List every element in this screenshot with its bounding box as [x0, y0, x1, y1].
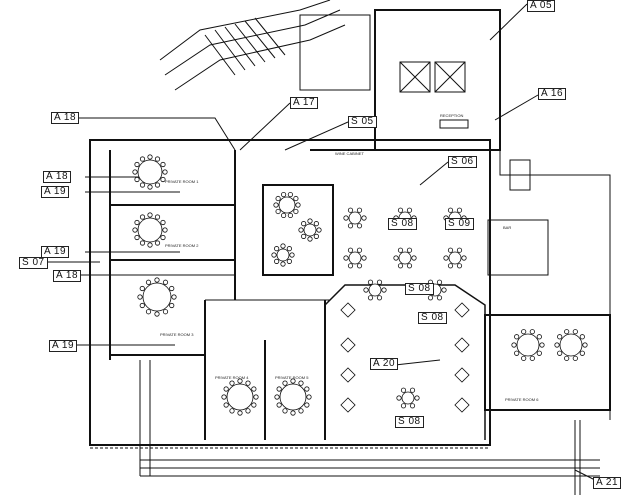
callout-s08: S 08: [405, 283, 434, 295]
service-elevator: [509, 159, 531, 191]
square-table: [454, 367, 470, 383]
elevator: [434, 61, 466, 93]
callout-s08: S 08: [395, 416, 424, 428]
callout-s06: S 06: [448, 156, 477, 168]
round-table: [343, 247, 367, 269]
callout-s07: S 07: [19, 257, 48, 269]
round-table: [271, 243, 295, 267]
main-staircase: [159, 0, 346, 91]
reception-desk: [439, 119, 469, 129]
elevator: [399, 61, 431, 93]
round-table: [393, 247, 417, 269]
callout-a18: A 18: [43, 171, 72, 183]
label-private-room-5: PRIVATE ROOM 5: [275, 375, 309, 380]
label-private-room-3: PRIVATE ROOM 3: [160, 332, 194, 337]
callout-a19: A 19: [41, 246, 70, 258]
round-table: [343, 207, 367, 229]
callout-a20: A 20: [370, 358, 399, 370]
label-bar: BAR: [503, 225, 512, 230]
callout-a19: A 19: [41, 186, 70, 198]
callout-a18: A 18: [51, 112, 80, 124]
callout-s09: S 09: [445, 218, 474, 230]
round-table: [273, 191, 301, 219]
callout-s05: S 05: [348, 116, 377, 128]
callout-a17: A 17: [290, 97, 319, 109]
square-table: [340, 397, 356, 413]
round-table: [132, 212, 168, 248]
round-table: [363, 279, 387, 301]
label-private-room-2: PRIVATE ROOM 2: [165, 243, 199, 248]
round-table: [132, 154, 168, 190]
round-table: [298, 218, 322, 242]
callout-s08: S 08: [388, 218, 417, 230]
service-room: [299, 14, 371, 91]
round-table: [554, 329, 588, 361]
square-table: [454, 397, 470, 413]
callout-a16: A 16: [538, 88, 567, 100]
square-table: [340, 337, 356, 353]
label-private-room-1: PRIVATE ROOM 1: [165, 179, 199, 184]
callout-a18: A 18: [53, 270, 82, 282]
round-table: [511, 329, 545, 361]
label-wine-cabinet: WINE CABINET: [335, 151, 364, 156]
callout-a21: A 21: [593, 477, 622, 489]
round-table: [443, 247, 467, 269]
bar-area: [487, 219, 549, 276]
square-table: [454, 302, 470, 318]
callout-a05: A 05: [527, 0, 556, 12]
callout-s08: S 08: [418, 312, 447, 324]
round-table: [221, 378, 259, 416]
label-private-room-6: PRIVATE ROOM 6: [505, 397, 539, 402]
core-restrooms: [374, 9, 501, 151]
wine-display: [262, 184, 334, 276]
square-table: [340, 302, 356, 318]
private-room-6-outline: [484, 314, 611, 411]
round-table: [274, 378, 312, 416]
round-table: [396, 387, 420, 409]
label-private-room-4: PRIVATE ROOM 4: [215, 375, 249, 380]
callout-a19: A 19: [49, 340, 78, 352]
square-table: [454, 337, 470, 353]
label-reception: RECEPTION: [440, 113, 464, 118]
round-table: [137, 277, 177, 317]
square-table: [340, 367, 356, 383]
main-hall-outline: [89, 139, 491, 446]
